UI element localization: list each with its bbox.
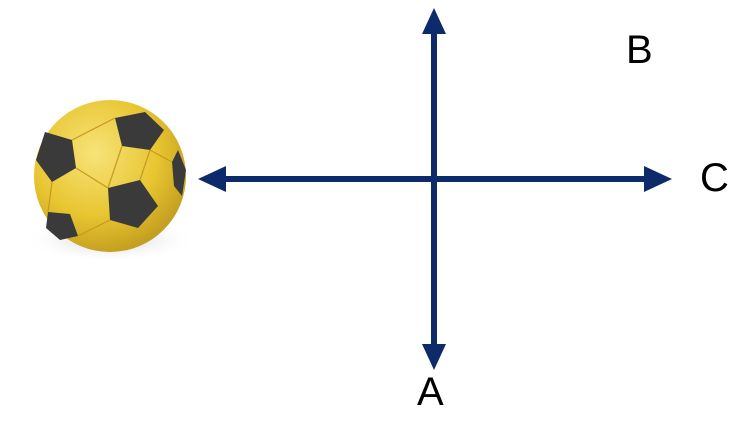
arrowhead-up [422, 8, 446, 34]
ball-patch [46, 212, 78, 240]
ball-seams [47, 117, 173, 237]
ball-patch [108, 180, 158, 228]
label-b: B [626, 28, 653, 72]
vertical-arrow [422, 8, 446, 370]
ball-patch [36, 132, 76, 182]
ball-patch [115, 112, 164, 150]
soccer-ball-icon [25, 100, 195, 262]
ball-patch [172, 150, 186, 196]
arrowhead-right [644, 166, 672, 192]
arrowhead-left [198, 166, 226, 192]
label-c: C [700, 156, 729, 200]
arrowhead-down [422, 344, 446, 370]
horizontal-arrow [198, 166, 672, 192]
label-a: A [417, 370, 444, 414]
